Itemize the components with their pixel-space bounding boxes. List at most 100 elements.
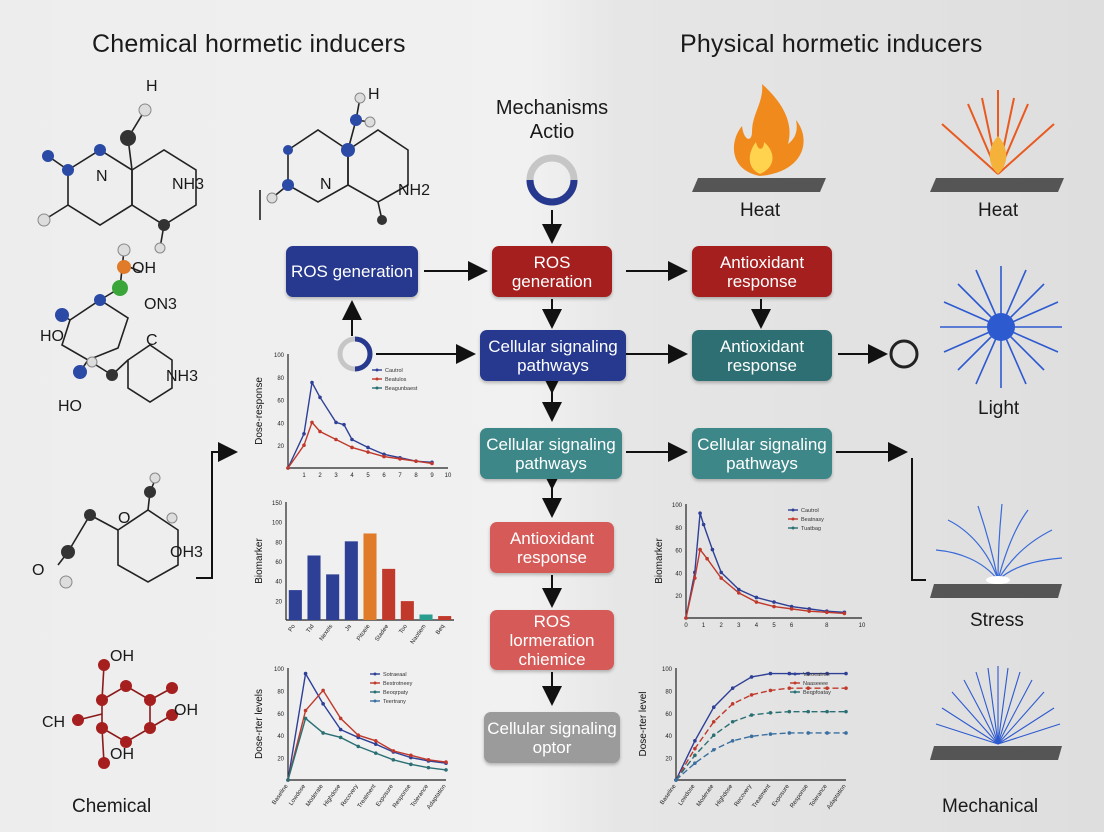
box-cellular-signaling-2[interactable]: Cellular signaling pathways (480, 428, 622, 479)
data-point (321, 688, 325, 693)
data-point (844, 671, 848, 676)
molecule-column (37, 103, 261, 769)
legend-marker (791, 517, 795, 521)
y-tick-label: 20 (665, 757, 672, 763)
y-axis-label: Dose-rter levels (254, 689, 265, 759)
legend-marker (373, 690, 377, 694)
molecule1-ring-a (67, 149, 133, 226)
legend-marker (793, 672, 797, 676)
molecule3-ring-a (61, 299, 129, 361)
series-line-3 (675, 732, 846, 781)
data-point (844, 731, 848, 735)
y-tick-label: 40 (277, 421, 284, 427)
data-point (338, 735, 343, 740)
m1-label-nh3: NH3 (172, 176, 205, 193)
data-point (787, 686, 792, 690)
y-tick-label: 100 (272, 521, 283, 527)
box-antioxidant-response-1[interactable]: Antioxidant response (692, 246, 832, 297)
bar (307, 555, 321, 620)
x-tick-label: 2 (318, 473, 322, 479)
light-icon (940, 266, 1062, 388)
box-cellular-signaling-3[interactable]: Cellular signaling pathways (692, 428, 832, 479)
data-point (719, 570, 723, 575)
y-tick-label: 150 (272, 501, 283, 507)
data-point (842, 611, 847, 616)
x-tick-label: Too (399, 623, 410, 635)
series-line-0 (287, 380, 433, 469)
x-tick-label: 8 (825, 623, 829, 629)
data-point (310, 380, 314, 385)
bar (288, 590, 302, 620)
box-cellular-signaling-optor[interactable]: Cellular signaling optor (484, 712, 620, 763)
x-tick-label: 3 (737, 623, 741, 629)
data-point (749, 713, 754, 717)
data-point (719, 576, 723, 580)
box-ros-lormeration[interactable]: ROS lormeration chiemice (490, 610, 614, 670)
molecule5-ring (101, 685, 151, 743)
data-point (409, 753, 413, 758)
data-point (684, 616, 688, 620)
data-point (303, 671, 308, 676)
x-tick-label: Pitoeie (356, 623, 372, 642)
x-tick-label: 4 (755, 623, 759, 629)
data-point (373, 739, 378, 743)
data-point (749, 693, 754, 697)
series-line-1 (287, 689, 447, 781)
bar (363, 533, 377, 620)
x-tick-label: Stadee (374, 623, 390, 643)
data-point (693, 761, 697, 765)
box-ros-generation-2[interactable]: ROS generation (492, 246, 612, 297)
data-point (737, 587, 741, 592)
data-point (338, 727, 343, 732)
y-tick-label: 20 (277, 444, 284, 450)
data-point (426, 758, 431, 762)
data-point (286, 466, 290, 470)
data-point (825, 610, 829, 615)
m5-label-oh2: OH (174, 702, 198, 719)
data-point (366, 445, 370, 450)
box-cellular-signaling-1[interactable]: Cellular signaling pathways (480, 330, 626, 381)
data-point (772, 600, 776, 604)
x-tick-label: 0 (684, 623, 688, 629)
x-tick-label: 1 (302, 473, 306, 479)
data-point (806, 709, 811, 714)
data-point (373, 751, 378, 755)
heat-rays-icon (930, 90, 1064, 192)
data-point (302, 432, 306, 436)
data-point (444, 768, 448, 772)
m2-label-nh2: NH2 (398, 182, 431, 199)
bar (400, 601, 414, 620)
m5-label-oh1: OH (110, 648, 134, 665)
y-tick-label: 20 (277, 757, 284, 763)
box-ros-generation-1[interactable]: ROS generation (286, 246, 418, 297)
data-point (693, 739, 697, 743)
legend-marker (373, 681, 377, 685)
x-tick-label: 6 (382, 473, 386, 479)
x-tick-label: Treatment (752, 783, 773, 809)
data-point (338, 716, 343, 721)
data-point (303, 708, 308, 713)
legend-marker (375, 368, 379, 372)
x-tick-label: 5 (772, 623, 776, 629)
data-point (754, 600, 759, 604)
data-point (730, 719, 735, 724)
data-point (749, 734, 754, 739)
data-point (430, 461, 434, 466)
x-tick-label: Ttd (306, 624, 316, 635)
data-point (711, 719, 716, 724)
x-tick-label: Adaptation (826, 784, 847, 811)
x-tick-label: Naotiem (410, 624, 428, 646)
box-antioxidant-response-2[interactable]: Antioxidant response (692, 330, 832, 381)
legend-label: Sotraeaal (383, 672, 407, 678)
box-antioxidant-response-3[interactable]: Antioxidant response (490, 522, 614, 573)
data-point (693, 753, 697, 758)
y-tick-label: 60 (275, 560, 282, 566)
data-point (698, 511, 702, 515)
y-tick-label: 80 (275, 540, 282, 546)
m1-label-n: N (96, 168, 108, 185)
data-point (409, 762, 413, 767)
data-point (391, 758, 396, 762)
x-tick-label: Recovery (734, 784, 753, 808)
